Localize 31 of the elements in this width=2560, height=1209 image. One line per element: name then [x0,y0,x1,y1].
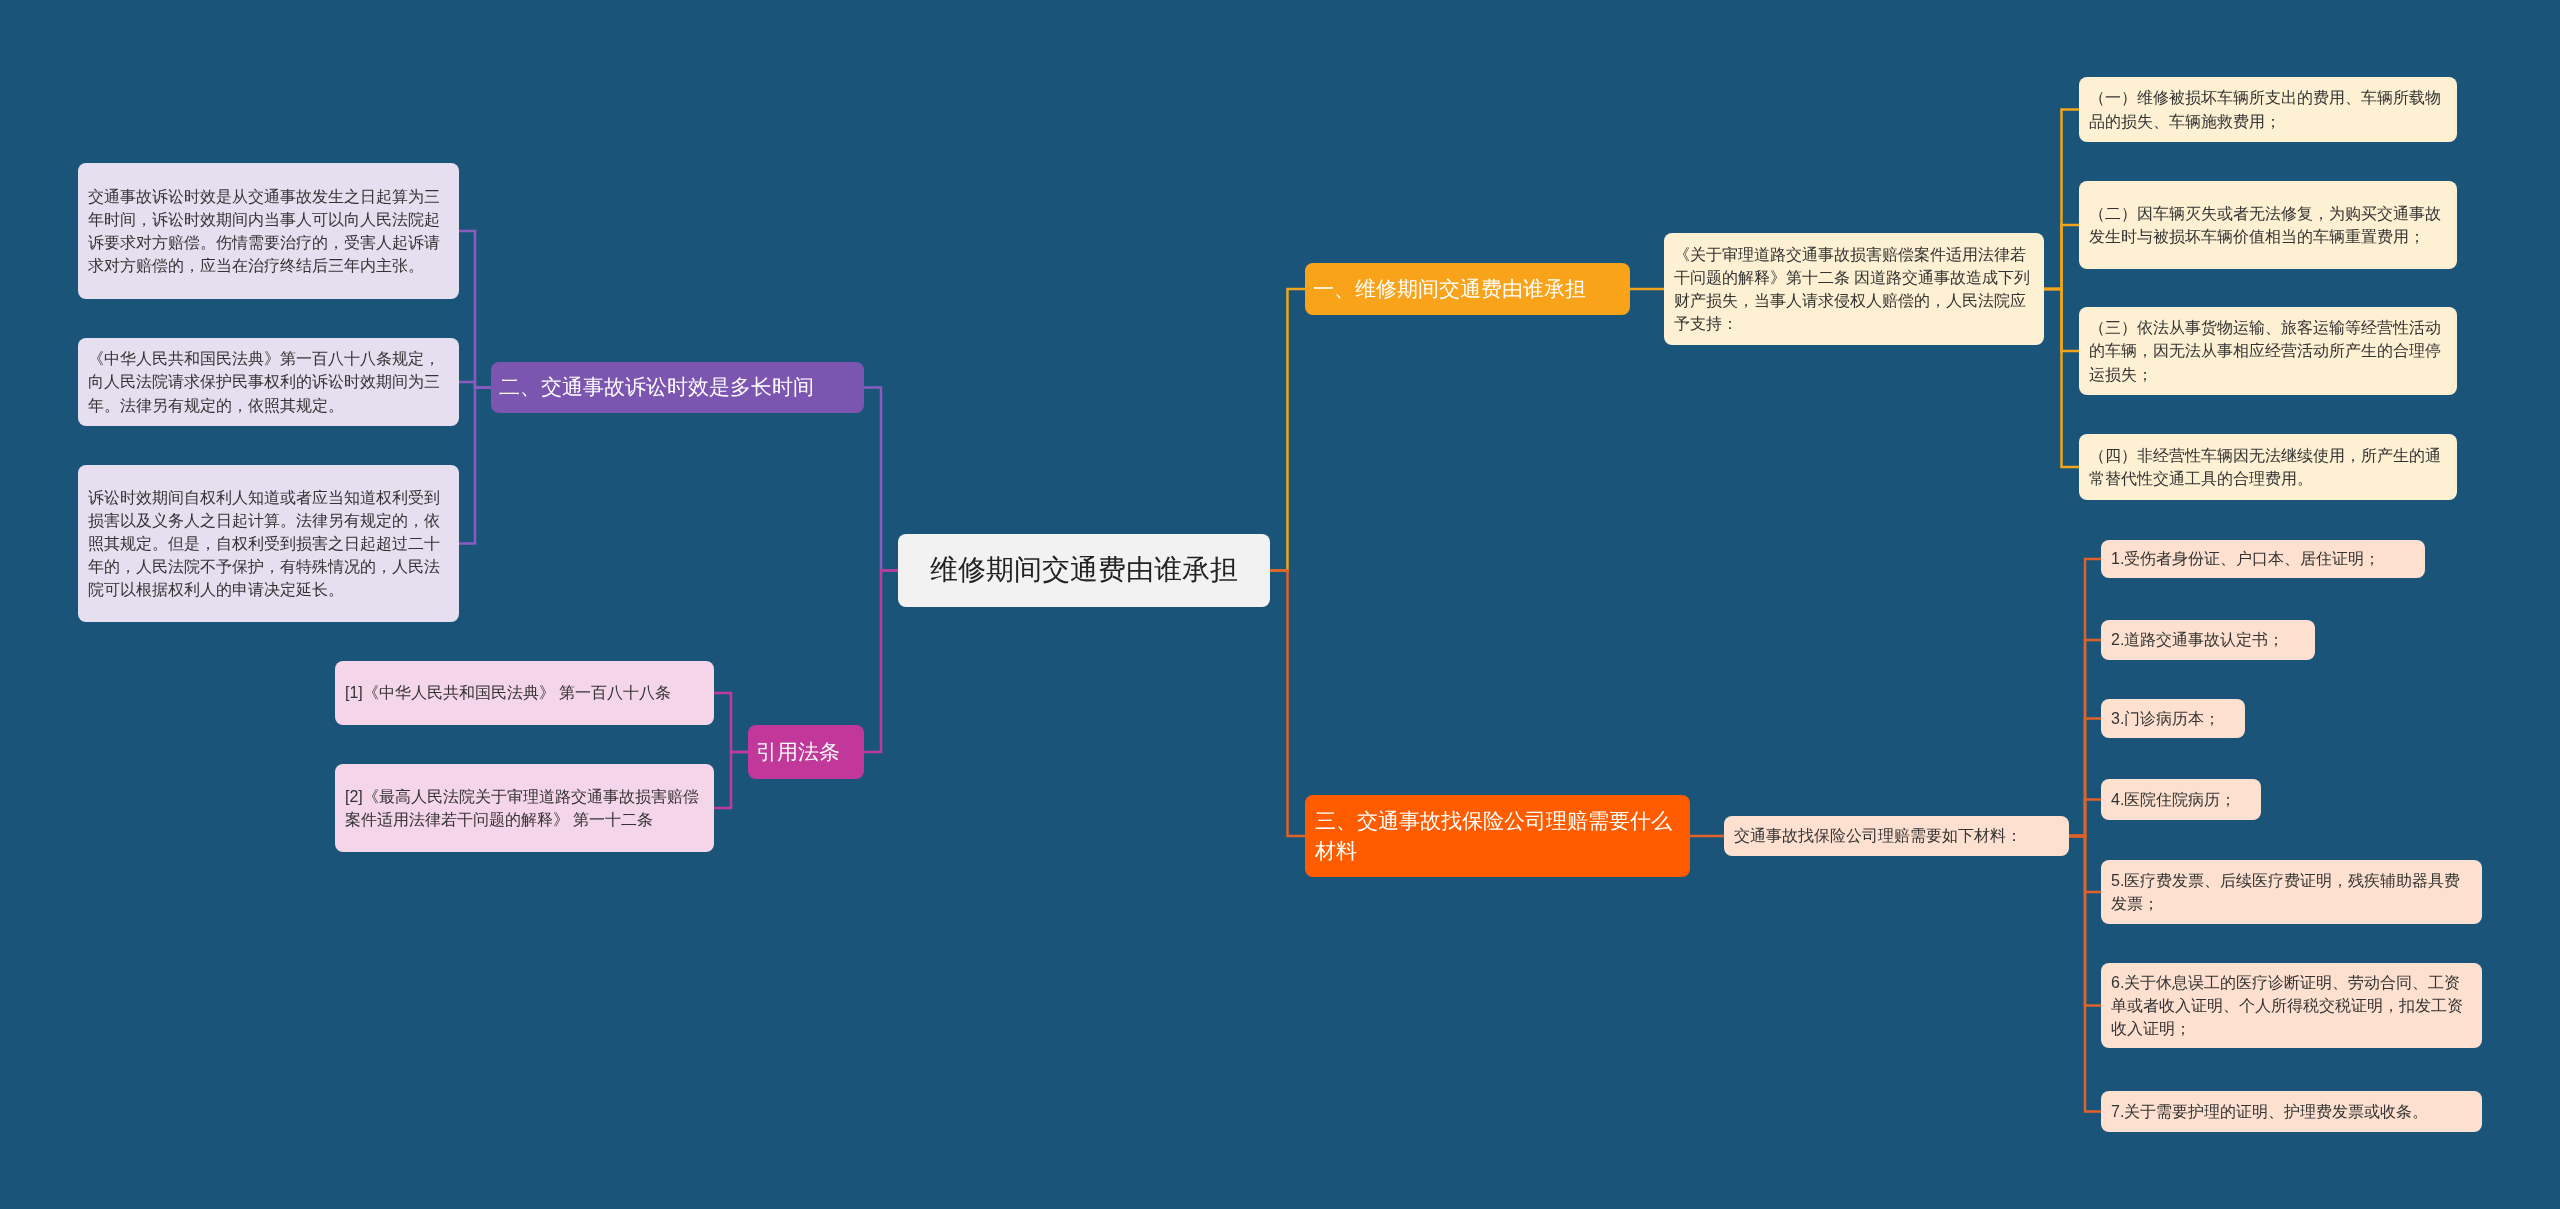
connector-line [864,569,898,754]
connector-line [1270,569,1305,838]
topic-box: （四）非经营性车辆因无法继续使用，所产生的通常替代性交通工具的合理费用。 [2079,434,2457,500]
topic-box: 诉讼时效期间自权利人知道或者应当知道权利受到损害以及义务人之日起计算。法律另有规定的，依照其规定。但是，自权利受到损害之日起超过二十年的，人民法院不予保护，有特殊情况的，人民法院可以根据权利人的申请决定延长。 [78,465,459,622]
topic-box: 交通事故诉讼时效是从交通事故发生之日起算为三年时间，诉讼时效期间内当事人可以向人民法院起诉要求对方赔偿。伤情需要治疗的，受害人起诉请求对方赔偿的，应当在治疗终结后三年内主张。 [78,163,459,299]
topic-box: 2.道路交通事故认定书； [2101,620,2315,660]
topic-box: [2]《最高人民法院关于审理道路交通事故损害赔偿案件适用法律若干问题的解释》 第一十二条 [335,764,714,852]
root-topic-box: 维修期间交通费由谁承担 [898,534,1270,607]
topic-box: 4.医院住院病历； [2101,779,2261,820]
topic-box: 7.关于需要护理的证明、护理费发票或收条。 [2101,1091,2482,1132]
connector-line [1690,834,1724,838]
topic-box: 5.医疗费发票、后续医疗费证明，残疾辅助器具费发票； [2101,860,2482,924]
connector-line [714,750,748,810]
topic-box: （二）因车辆灭失或者无法修复，为购买交通事故发生时与被损坏车辆价值相当的车辆重置费用； [2079,181,2457,269]
topic-box: （一）维修被损坏车辆所支出的费用、车辆所载物品的损失、车辆施救费用； [2079,77,2457,142]
topic-box: 《关于审理道路交通事故损害赔偿案件适用法律若干问题的解释》第十二条 因道路交通事故造成下列财产损失，当事人请求侵权人赔偿的，人民法院应予支持： [1664,233,2044,345]
connector-line [1630,287,1664,291]
topic-box: 交通事故找保险公司理赔需要如下材料： [1724,816,2069,856]
topic-box: [1]《中华人民共和国民法典》 第一百八十八条 [335,661,714,725]
branch-topic-box: 三、交通事故找保险公司理赔需要什么材料 [1305,795,1690,877]
topic-box: 1.受伤者身份证、户口本、居住证明； [2101,540,2425,578]
topic-box: 《中华人民共和国民法典》第一百八十八条规定，向人民法院请求保护民事权利的诉讼时效期间为三年。法律另有规定的，依照其规定。 [78,338,459,426]
topic-box: 6.关于休息误工的医疗诊断证明、劳动合同、工资单或者收入证明、个人所得税交税证明，扣发工资收入证明； [2101,963,2482,1048]
topic-box: （三）依法从事货物运输、旅客运输等经营性活动的车辆，因无法从事相应经营活动所产生的合理停运损失； [2079,307,2457,395]
connector-line [2044,287,2079,469]
connector-line [2069,834,2101,1113]
branch-topic-box: 二、交通事故诉讼时效是多长时间 [491,362,864,413]
branch-topic-box: 引用法条 [748,725,864,779]
connector-line [459,386,491,545]
branch-topic-box: 一、维修期间交通费由谁承担 [1305,263,1630,315]
topic-box: 3.门诊病历本； [2101,699,2245,738]
